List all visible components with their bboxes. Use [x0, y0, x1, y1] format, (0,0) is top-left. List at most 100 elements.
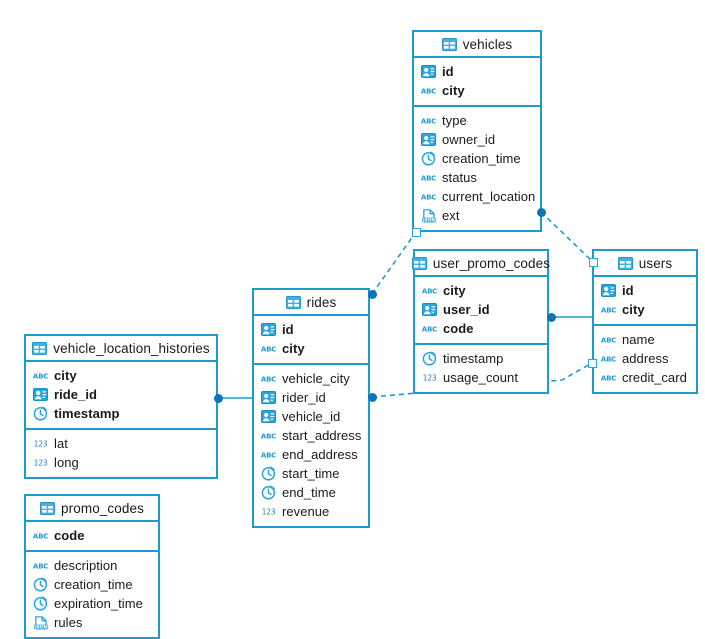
- field-row[interactable]: id: [414, 62, 540, 81]
- clock-timestamp-icon: [261, 466, 276, 481]
- abc-string-icon: ABC: [261, 371, 276, 386]
- field-row[interactable]: owner_id: [414, 130, 540, 149]
- field-row[interactable]: id: [594, 281, 696, 300]
- entity-header[interactable]: vehicles: [414, 32, 540, 58]
- svg-text:ABC: ABC: [421, 87, 436, 95]
- entity-header[interactable]: vehicle_location_histories: [26, 336, 216, 362]
- uuid-key-icon: [261, 322, 276, 337]
- relationship-endpoint-dot-user-promo-codes-to-users-from: [546, 312, 556, 322]
- uuid-key-icon: [33, 387, 48, 402]
- field-row[interactable]: ABC code: [415, 319, 547, 338]
- abc-string-icon: ABC: [421, 113, 436, 128]
- field-name: city: [282, 341, 305, 356]
- abc-string-icon: ABC: [261, 341, 276, 356]
- abc-string-icon: ABC: [422, 321, 437, 336]
- field-row[interactable]: vehicle_id: [254, 407, 368, 426]
- field-name: vehicle_id: [282, 409, 341, 424]
- svg-text:ABC: ABC: [601, 374, 616, 382]
- 123-number-icon: 123: [422, 370, 437, 385]
- field-row[interactable]: 123 long: [26, 453, 216, 472]
- svg-text:JSON: JSON: [34, 624, 47, 630]
- uuid-key-icon: [421, 132, 436, 147]
- field-row[interactable]: id: [254, 320, 368, 339]
- abc-string-icon: ABC: [421, 189, 436, 204]
- field-row[interactable]: ABC city: [254, 339, 368, 358]
- field-name: address: [622, 351, 669, 366]
- field-name: type: [442, 113, 467, 128]
- svg-text:ABC: ABC: [422, 325, 437, 333]
- json-document-icon: JSON: [33, 615, 48, 630]
- entity-header[interactable]: users: [594, 251, 696, 277]
- field-name: end_time: [282, 485, 336, 500]
- relationship-endpoint-dot-rides-to-vehicles-from: [367, 289, 377, 299]
- field-name: lat: [54, 436, 68, 451]
- field-row[interactable]: start_time: [254, 464, 368, 483]
- field-row[interactable]: timestamp: [415, 349, 547, 368]
- field-name: status: [442, 170, 477, 185]
- field-name: id: [442, 64, 454, 79]
- field-row[interactable]: expiration_time: [26, 594, 158, 613]
- entity-header[interactable]: rides: [254, 290, 368, 316]
- relationship-endpoint-square-rides-to-users-to: [587, 358, 597, 368]
- svg-text:ABC: ABC: [422, 287, 437, 295]
- abc-string-icon: ABC: [421, 83, 436, 98]
- field-name: long: [54, 455, 79, 470]
- uuid-key-icon: [421, 64, 436, 79]
- field-row[interactable]: ABC type: [414, 111, 540, 130]
- field-row[interactable]: end_time: [254, 483, 368, 502]
- field-name: timestamp: [54, 406, 120, 421]
- relationship-line-rides-to-vehicles: [371, 231, 417, 295]
- field-row[interactable]: ABC city: [414, 81, 540, 100]
- field-name: name: [622, 332, 655, 347]
- field-name: city: [442, 83, 465, 98]
- field-name: end_address: [282, 447, 358, 462]
- abc-string-icon: ABC: [601, 370, 616, 385]
- entity-title: user_promo_codes: [432, 255, 551, 271]
- field-row[interactable]: creation_time: [414, 149, 540, 168]
- svg-text:ABC: ABC: [33, 532, 48, 540]
- svg-text:123: 123: [34, 459, 48, 468]
- field-row[interactable]: ABC vehicle_city: [254, 369, 368, 388]
- field-row[interactable]: user_id: [415, 300, 547, 319]
- field-name: vehicle_city: [282, 371, 350, 386]
- field-name: code: [443, 321, 474, 336]
- entity-title: users: [638, 255, 673, 271]
- field-row[interactable]: creation_time: [26, 575, 158, 594]
- field-name: timestamp: [443, 351, 504, 366]
- field-row[interactable]: rider_id: [254, 388, 368, 407]
- svg-text:ABC: ABC: [33, 372, 48, 380]
- entity-header[interactable]: promo_codes: [26, 496, 158, 522]
- entity-header[interactable]: user_promo_codes: [411, 251, 551, 277]
- table-icon: [441, 37, 457, 52]
- field-row[interactable]: ride_id: [26, 385, 216, 404]
- field-row[interactable]: timestamp: [26, 404, 216, 423]
